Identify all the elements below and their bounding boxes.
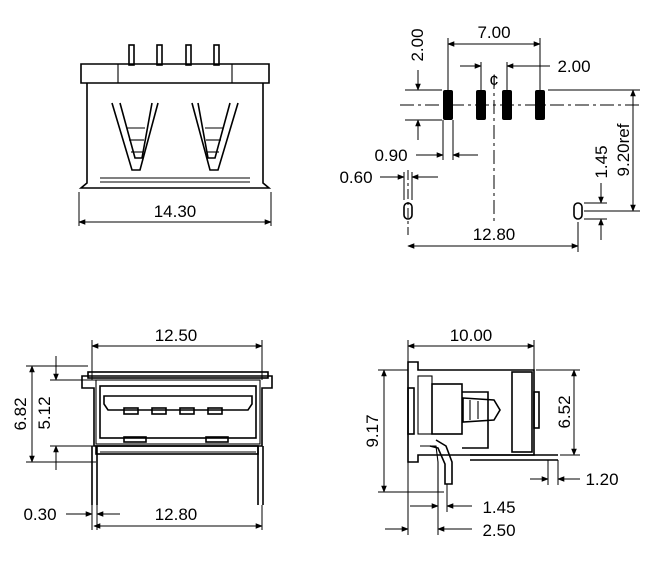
top-width-label: 14.30 [154, 202, 197, 221]
mounting-hole-right [573, 202, 583, 220]
opening-width-label: 12.50 [155, 326, 198, 345]
footprint-view: 7.00 2.00 2.00 ¢ 0.90 0.60 1.45 [339, 23, 640, 252]
pin-width-label: 1.45 [482, 498, 515, 517]
pad-height-label: 2.00 [408, 28, 427, 61]
flange-label: 1.20 [585, 470, 618, 489]
pin-offset-label: 2.50 [482, 521, 515, 540]
pad-width-label: 0.90 [374, 146, 407, 165]
inner-height-label: 5.12 [35, 396, 54, 429]
hole-spacing-label: 12.80 [473, 225, 516, 244]
centerline-symbol: ¢ [489, 71, 498, 90]
pin-spacing-label: 12.80 [155, 505, 198, 524]
front-view: 12.50 6.82 5.12 0.30 12.80 [11, 326, 273, 530]
hole-width-label: 0.60 [339, 168, 372, 187]
pitch-total-label: 7.00 [477, 23, 510, 42]
outer-height-label: 6.82 [11, 397, 30, 430]
side-view: 10.00 9.17 6.52 1.20 1.45 2.50 [363, 326, 619, 540]
hole-height-label: 1.45 [592, 145, 611, 178]
body-height-label: 6.52 [555, 395, 574, 428]
pad-pitch-label: 2.00 [557, 57, 590, 76]
depth-label: 10.00 [450, 326, 493, 345]
height-label: 9.17 [363, 414, 382, 447]
top-view: 14.30 [78, 44, 272, 226]
pad-4 [535, 90, 545, 120]
pad-1 [443, 90, 453, 120]
pin-thickness-label: 0.30 [23, 505, 56, 524]
row-spacing-label: 9.20ref [614, 123, 633, 176]
